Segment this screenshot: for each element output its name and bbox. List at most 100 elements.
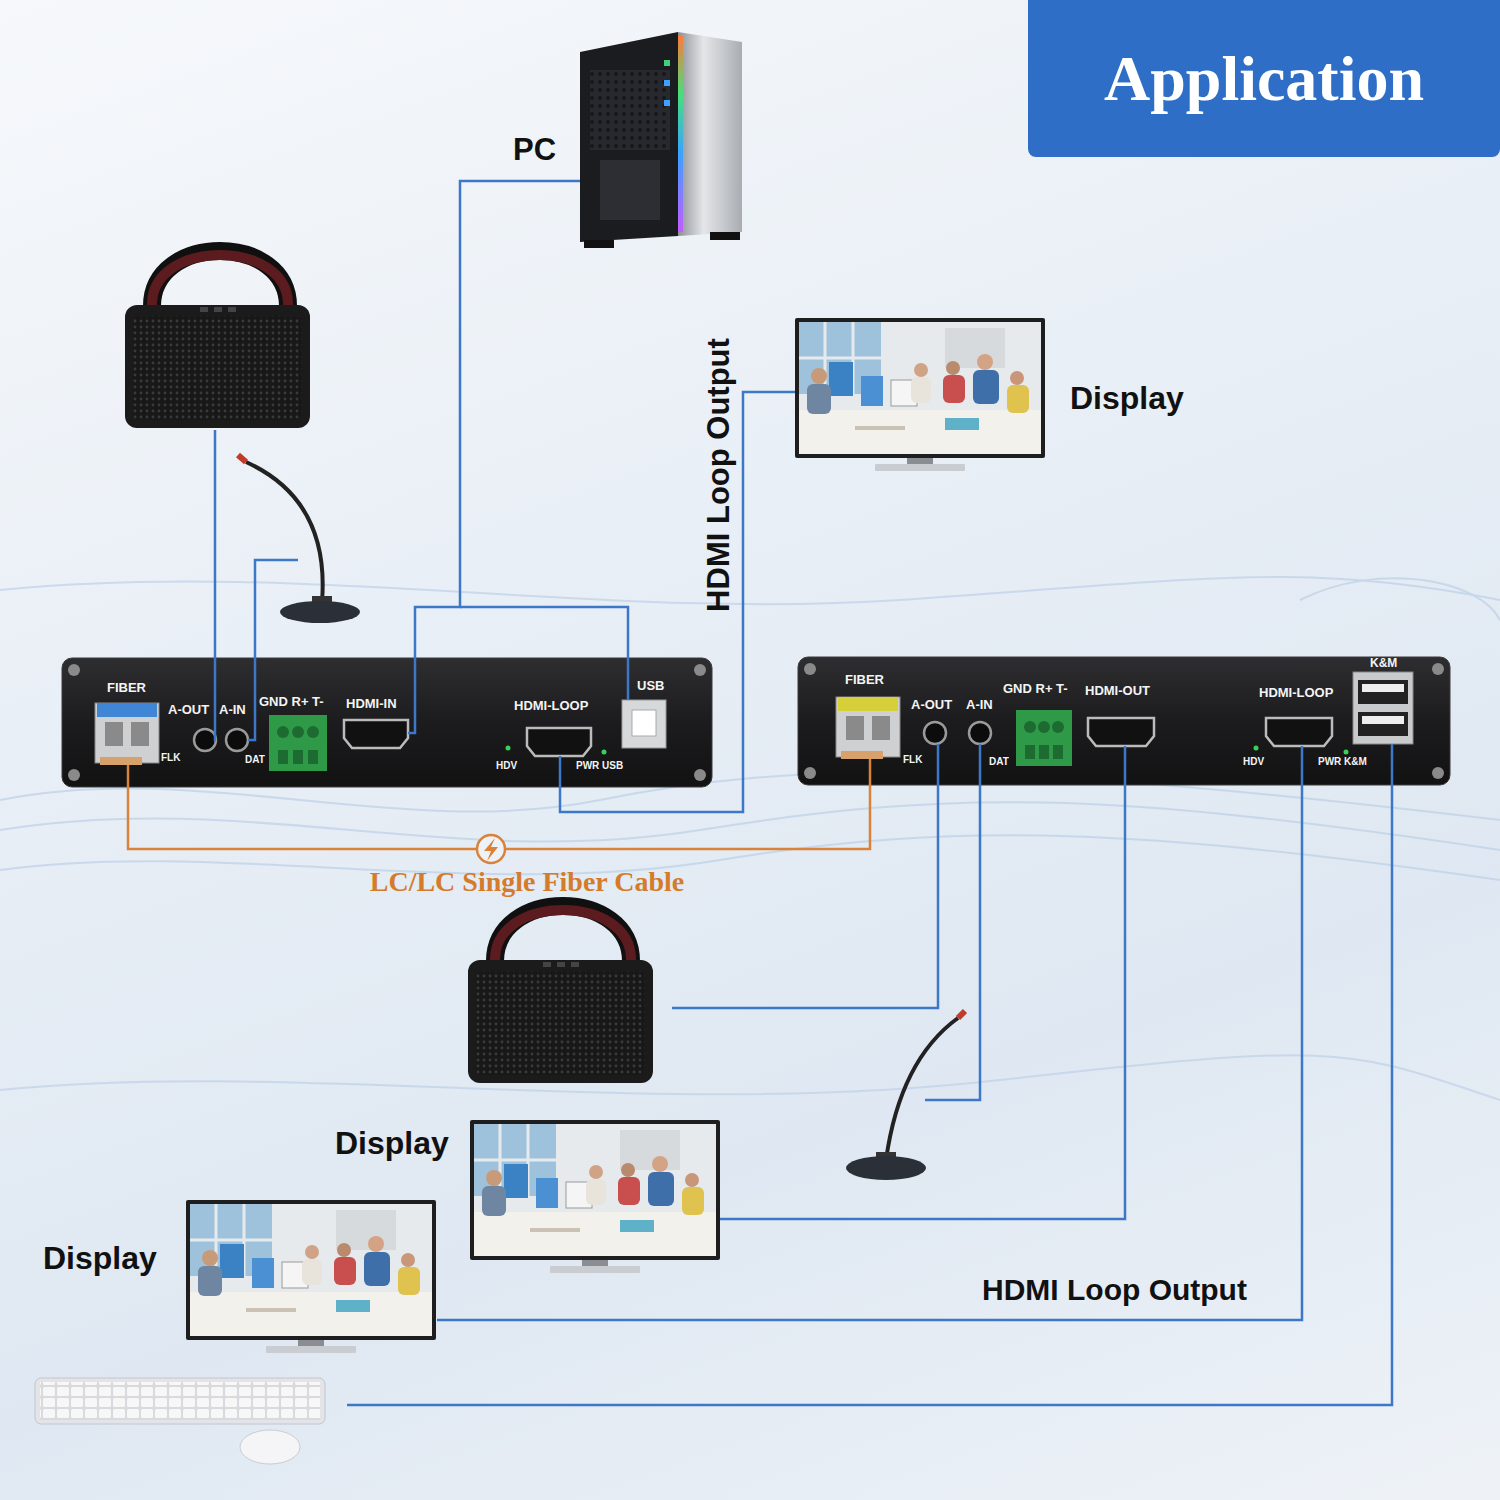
fiber-stubs bbox=[128, 759, 870, 787]
background-waves bbox=[0, 577, 1500, 1100]
audio-usb-wires bbox=[1301, 746, 1304, 785]
hdmi-cable bbox=[437, 785, 1302, 1320]
transmitter-panel bbox=[194, 729, 216, 751]
receiver-panel bbox=[838, 697, 898, 711]
audio-usb-wires bbox=[1124, 746, 1127, 785]
pc-tower bbox=[664, 100, 670, 106]
port-label: K&M bbox=[1370, 657, 1397, 671]
receiver-panel bbox=[1053, 745, 1063, 759]
transmitter-panel bbox=[278, 750, 288, 764]
audio-usb-wires bbox=[925, 744, 980, 1100]
speaker bbox=[125, 251, 310, 428]
port-label: GND R+ T- bbox=[1003, 682, 1068, 697]
microphone bbox=[958, 1011, 965, 1018]
pc-tower bbox=[664, 80, 670, 86]
receiver-panel bbox=[1025, 745, 1035, 759]
receiver-panel bbox=[1254, 746, 1259, 751]
transmitter-panel bbox=[293, 750, 303, 764]
port-label: FIBER bbox=[845, 673, 884, 688]
port-label: DAT bbox=[989, 756, 1009, 768]
audio-usb-wires bbox=[559, 756, 562, 787]
receiver-panel bbox=[804, 663, 816, 675]
transmitter-panel bbox=[506, 746, 511, 751]
receiver-panel bbox=[841, 751, 883, 759]
device-label: Display bbox=[1070, 380, 1184, 417]
transmitter-panel bbox=[694, 769, 706, 781]
transmitter-panel bbox=[131, 722, 149, 746]
receiver-panel bbox=[1353, 672, 1413, 744]
transmitter-panel bbox=[527, 728, 591, 756]
title-banner bbox=[1028, 0, 1500, 157]
microphone bbox=[246, 462, 323, 602]
fiber-stubs bbox=[869, 759, 872, 785]
port-label: HDMI-LOOP bbox=[1259, 686, 1333, 701]
transmitter-panel bbox=[694, 664, 706, 676]
keyboard-mouse bbox=[240, 1430, 300, 1464]
display-monitor: Display bbox=[185, 1200, 437, 1355]
port-label: HDMI-IN bbox=[346, 697, 397, 712]
port-label: HDV bbox=[496, 760, 517, 772]
receiver-panel bbox=[846, 716, 864, 740]
hdmi-cable bbox=[560, 392, 795, 812]
audio-usb-wires bbox=[672, 744, 938, 1008]
fiber-icon bbox=[484, 838, 498, 861]
audio-usb-wires bbox=[408, 658, 415, 733]
transmitter-panel bbox=[105, 722, 123, 746]
background-waves bbox=[0, 835, 1500, 880]
receiver-panel bbox=[1432, 767, 1444, 779]
port-label: HDV bbox=[1243, 756, 1264, 768]
transmitter-panel bbox=[100, 757, 142, 765]
port-label: A-OUT bbox=[168, 703, 209, 718]
receiver-panel bbox=[1362, 716, 1404, 724]
transmitter-panel bbox=[308, 750, 318, 764]
transmitter-panel bbox=[269, 715, 327, 771]
port-label: PWR USB bbox=[576, 760, 623, 772]
port-label: HDMI-OUT bbox=[1085, 684, 1150, 699]
port-label: FLK bbox=[903, 754, 922, 766]
receiver-panel bbox=[804, 767, 816, 779]
receiver-panel bbox=[1358, 680, 1408, 704]
microphone bbox=[886, 1018, 958, 1160]
port-label: FIBER bbox=[107, 681, 146, 696]
monitor-picture bbox=[186, 1200, 436, 1353]
fiber-stubs bbox=[127, 765, 130, 787]
microphone bbox=[238, 455, 360, 623]
audio-usb-wires bbox=[215, 430, 1392, 1405]
fiber-icon bbox=[477, 835, 505, 863]
pc-tower bbox=[678, 32, 742, 236]
receiver-panel bbox=[1088, 718, 1154, 746]
receiver-panel bbox=[1039, 745, 1049, 759]
transmitter-panel bbox=[226, 729, 248, 751]
receiver-panel bbox=[872, 716, 890, 740]
transmitter-panel bbox=[602, 750, 607, 755]
transmitter-panel bbox=[277, 726, 289, 738]
hdmi-cable bbox=[415, 181, 580, 658]
port-label: HDMI-LOOP bbox=[514, 699, 588, 714]
receiver-panel bbox=[1362, 684, 1404, 692]
receiver-panel bbox=[798, 657, 1450, 785]
pc-tower bbox=[600, 160, 660, 220]
port-label: A-IN bbox=[219, 703, 246, 718]
keyboard-mouse bbox=[35, 1378, 325, 1464]
transmitter-panel bbox=[307, 726, 319, 738]
port-label: A-OUT bbox=[911, 698, 952, 713]
microphone bbox=[280, 601, 360, 623]
receiver-panel bbox=[1344, 750, 1349, 755]
receiver-panel bbox=[969, 722, 991, 744]
keyboard-mouse bbox=[35, 1378, 325, 1424]
transmitter-panel bbox=[97, 703, 157, 717]
transmitter-panel bbox=[632, 710, 656, 736]
transmitter-panel bbox=[292, 726, 304, 738]
monitor-picture bbox=[795, 318, 1045, 471]
receiver-unit: FIBERA-OUTA-INGND R+ T-HDMI-OUTHDMI-LOOP… bbox=[798, 657, 1450, 785]
receiver-panel bbox=[798, 657, 1450, 785]
pc-tower bbox=[580, 32, 678, 242]
receiver-panel bbox=[1266, 718, 1332, 746]
receiver-panel bbox=[1358, 712, 1408, 736]
audio-usb-wires bbox=[248, 560, 298, 740]
transmitter-panel bbox=[62, 658, 712, 787]
device-label: Display bbox=[43, 1240, 157, 1277]
receiver-panel bbox=[836, 697, 900, 757]
speaker bbox=[468, 906, 653, 1083]
